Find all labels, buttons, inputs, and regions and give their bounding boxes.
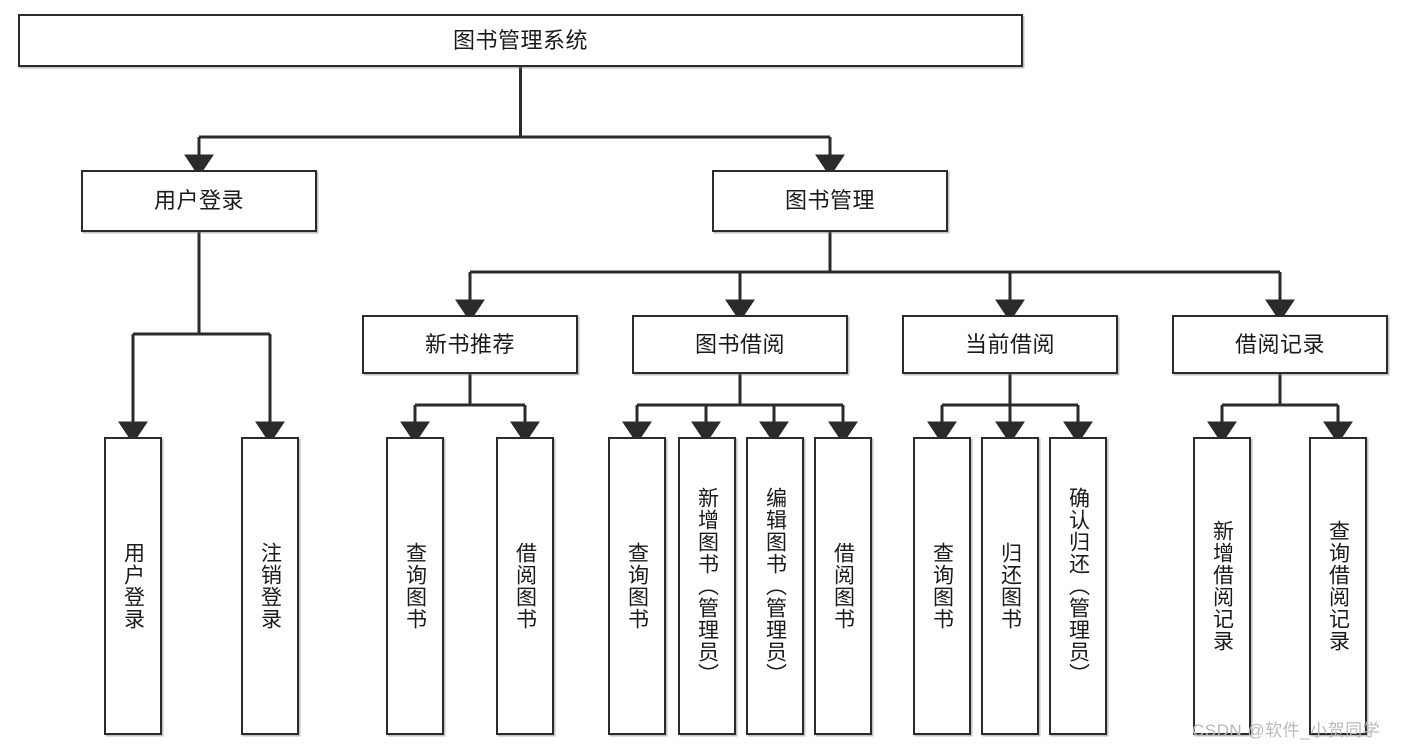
node-label: 确认归还（管理员） [1066, 487, 1090, 685]
node-label: 注销登录 [258, 542, 282, 630]
node-label: 查询图书 [930, 542, 954, 630]
node-current-borrow[interactable]: 当前借阅 [902, 315, 1118, 374]
node-leaf-query-borrow-record[interactable]: 查询借阅记录 [1309, 437, 1367, 735]
node-leaf-return-book[interactable]: 归还图书 [981, 437, 1039, 735]
node-label: 新增图书（管理员） [695, 487, 719, 685]
node-leaf-borrow-book[interactable]: 借阅图书 [814, 437, 872, 735]
node-book-borrow[interactable]: 图书借阅 [632, 315, 848, 374]
node-leaf-query-book-borrow[interactable]: 查询图书 [608, 437, 666, 735]
node-leaf-edit-book-admin[interactable]: 编辑图书（管理员） [746, 437, 804, 735]
node-label: 图书管理 [784, 188, 875, 214]
node-leaf-add-borrow-record[interactable]: 新增借阅记录 [1193, 437, 1251, 735]
node-label: 用户登录 [121, 542, 145, 630]
node-label: 归还图书 [998, 542, 1022, 630]
node-label: 新书推荐 [424, 331, 515, 357]
node-leaf-borrow-book-recommend[interactable]: 借阅图书 [496, 437, 554, 735]
node-leaf-confirm-return-admin[interactable]: 确认归还（管理员） [1049, 437, 1107, 735]
node-label: 借阅记录 [1234, 331, 1325, 357]
node-user-login[interactable]: 用户登录 [81, 170, 317, 232]
node-leaf-add-book-admin[interactable]: 新增图书（管理员） [678, 437, 736, 735]
node-label: 查询图书 [625, 542, 649, 630]
node-label: 借阅图书 [513, 542, 537, 630]
node-leaf-query-book-recommend[interactable]: 查询图书 [386, 437, 444, 735]
node-book-management[interactable]: 图书管理 [712, 170, 948, 232]
node-leaf-user-login[interactable]: 用户登录 [104, 437, 162, 735]
node-label: 图书管理系统 [452, 27, 588, 53]
node-label: 查询借阅记录 [1326, 520, 1350, 652]
node-label: 借阅图书 [831, 542, 855, 630]
node-root-book-management-system[interactable]: 图书管理系统 [18, 14, 1023, 67]
node-leaf-query-book-current[interactable]: 查询图书 [913, 437, 971, 735]
node-borrow-record[interactable]: 借阅记录 [1172, 315, 1388, 374]
node-label: 新增借阅记录 [1210, 520, 1234, 652]
node-label: 编辑图书（管理员） [763, 487, 787, 685]
node-leaf-logout[interactable]: 注销登录 [241, 437, 299, 735]
node-label: 查询图书 [403, 542, 427, 630]
node-label: 当前借阅 [964, 331, 1055, 357]
node-label: 图书借阅 [694, 331, 785, 357]
node-label: 用户登录 [153, 188, 244, 214]
node-new-book-recommend[interactable]: 新书推荐 [362, 315, 578, 374]
